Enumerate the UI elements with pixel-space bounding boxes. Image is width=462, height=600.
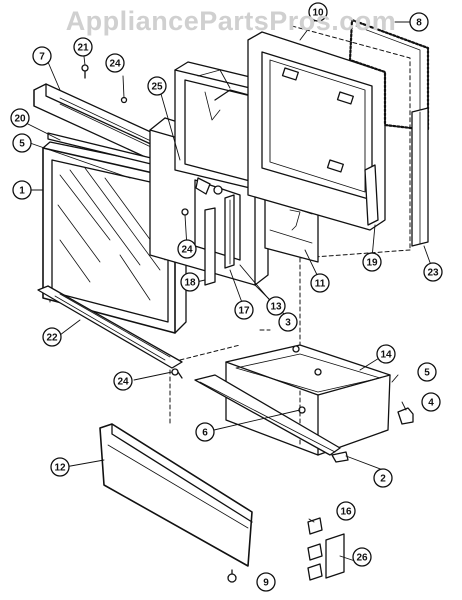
side-trim — [411, 107, 429, 247]
callout-5a: 5 — [12, 133, 32, 153]
hinge-channel — [204, 194, 235, 286]
svg-text:26: 26 — [356, 553, 368, 564]
svg-text:13: 13 — [270, 302, 282, 313]
door-frame — [247, 31, 386, 231]
svg-text:21: 21 — [77, 43, 89, 54]
svg-text:6: 6 — [202, 428, 208, 439]
svg-text:17: 17 — [238, 306, 250, 317]
svg-text:12: 12 — [54, 463, 66, 474]
callout-1: 1 — [12, 180, 32, 200]
svg-text:2: 2 — [380, 474, 386, 485]
svg-text:25: 25 — [151, 82, 163, 93]
callout-group: 1 2 3 4 5 5 6 7 8 9 10 11 12 13 14 16 16… — [10, 2, 443, 592]
svg-text:24: 24 — [109, 59, 121, 70]
callout-24b: 24 — [177, 239, 197, 259]
callout-22: 22 — [42, 327, 62, 347]
svg-text:3: 3 — [285, 318, 291, 329]
drawer-front — [99, 423, 253, 567]
callout-26: 26 — [352, 547, 372, 567]
svg-text:14: 14 — [380, 350, 392, 361]
callout-20: 20 — [10, 108, 30, 128]
callout-23: 23 — [423, 262, 443, 282]
oven-door — [42, 141, 187, 334]
callout-13: 13 — [266, 296, 286, 316]
svg-text:23: 23 — [427, 268, 439, 279]
callout-8: 8 — [409, 12, 429, 32]
svg-text:9: 9 — [263, 578, 269, 589]
svg-text:19: 19 — [366, 258, 378, 269]
callout-3: 3 — [278, 312, 298, 332]
svg-text:1: 1 — [19, 186, 25, 197]
callout-12: 12 — [50, 457, 70, 477]
callout-6: 6 — [195, 422, 215, 442]
svg-text:18: 18 — [184, 278, 196, 289]
drawer-glide — [331, 451, 349, 463]
svg-text:16: 16 — [340, 507, 352, 518]
callout-11: 11 — [310, 273, 330, 293]
bottom-screw — [227, 569, 237, 583]
callout-24c: 24 — [113, 371, 133, 391]
storage-drawer — [194, 344, 391, 456]
watermark: AppliancePartsPros.com — [65, 6, 397, 36]
callout-17: 17 — [234, 300, 254, 320]
drawer-clip — [397, 407, 414, 425]
callout-21: 21 — [73, 37, 93, 57]
callout-2: 2 — [373, 468, 393, 488]
door-bottom-trim — [37, 285, 183, 369]
callout-14: 14 — [376, 344, 396, 364]
svg-text:11: 11 — [315, 279, 326, 290]
svg-text:24: 24 — [117, 377, 129, 388]
callout-16b: 16 — [336, 501, 356, 521]
callout-10: 10 — [308, 2, 328, 22]
callout-5b: 5 — [417, 362, 437, 382]
callout-19: 19 — [362, 252, 382, 272]
svg-text:22: 22 — [46, 333, 58, 344]
svg-text:7: 7 — [39, 52, 45, 63]
svg-text:24: 24 — [181, 245, 193, 256]
oven-gasket — [348, 18, 430, 132]
callout-18: 18 — [180, 272, 200, 292]
callout-24a: 24 — [105, 53, 125, 73]
svg-text:5: 5 — [19, 139, 25, 150]
callout-25: 25 — [147, 76, 167, 96]
leveling-feet — [307, 517, 345, 581]
svg-text:5: 5 — [424, 368, 430, 379]
callout-4: 4 — [421, 392, 441, 412]
svg-text:20: 20 — [14, 114, 26, 125]
callout-7: 7 — [32, 46, 52, 66]
svg-text:10: 10 — [312, 8, 324, 19]
svg-text:8: 8 — [416, 18, 422, 29]
screws — [81, 64, 223, 379]
callout-9: 9 — [256, 572, 276, 592]
svg-text:4: 4 — [428, 398, 434, 409]
